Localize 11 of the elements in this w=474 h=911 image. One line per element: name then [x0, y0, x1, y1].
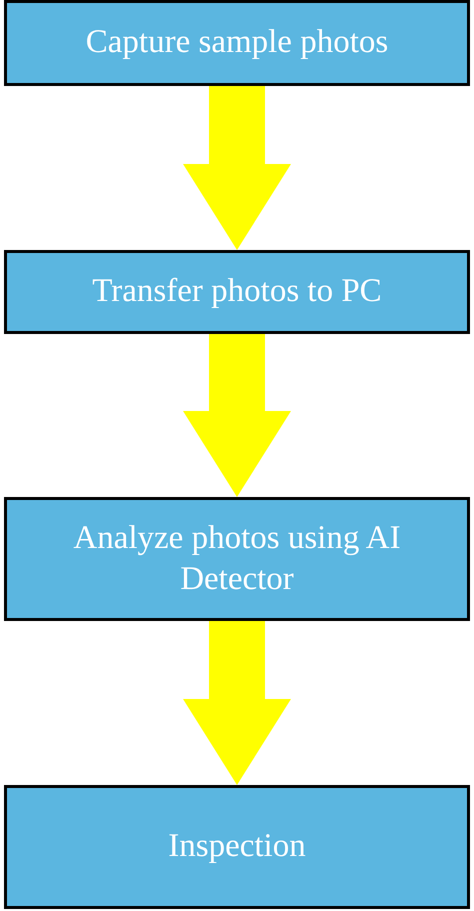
step-label: Capture sample photos	[84, 23, 390, 62]
process-box	[4, 250, 470, 334]
block-arrow	[183, 334, 291, 497]
step-label: Analyze photos using AI Detector	[72, 518, 402, 599]
process-box	[4, 785, 470, 909]
block-arrow	[183, 621, 291, 785]
process-box	[4, 497, 470, 621]
block-arrow	[183, 86, 291, 250]
step-label: Transfer photos to PC	[91, 272, 383, 312]
step-label: Inspection	[167, 827, 307, 866]
process-box	[4, 0, 470, 86]
